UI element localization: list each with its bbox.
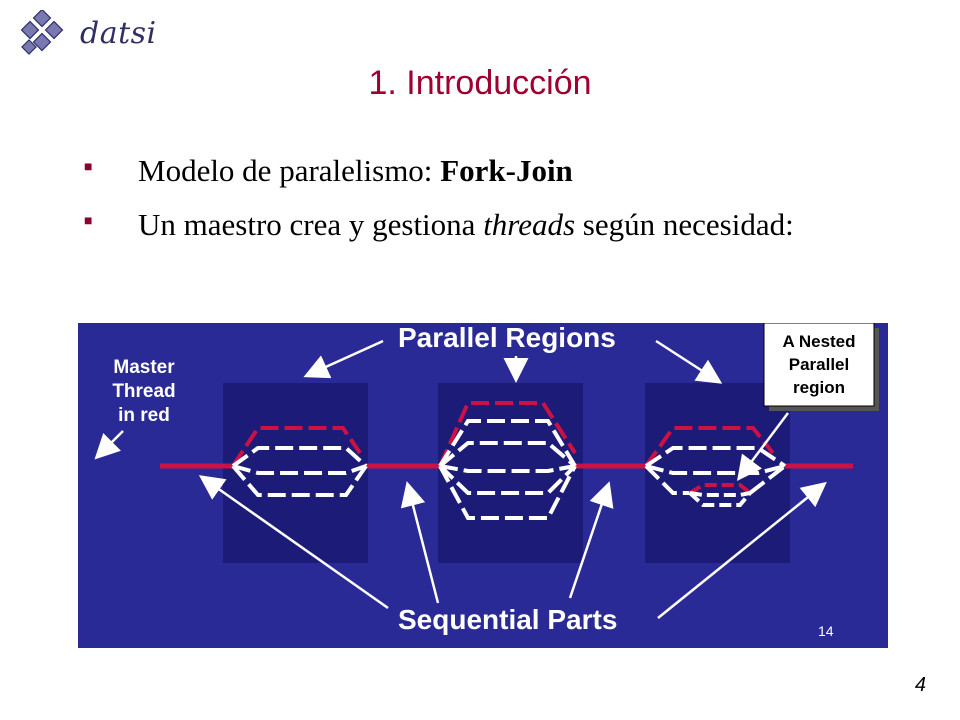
nested-label-line: region (793, 378, 845, 397)
thread-team-2 (438, 401, 577, 520)
master-label-line: Master (113, 357, 175, 378)
parallel-regions-label: Parallel Regions (398, 323, 616, 353)
parallel-region-2 (438, 383, 583, 563)
master-label-line: Thread (112, 381, 175, 402)
diamond-cluster-icon (20, 8, 64, 55)
nested-region-callout: A Nested Parallel region (763, 323, 879, 411)
bullet-item: Un maestro crea y gestiona threads según… (138, 205, 898, 245)
bullet-text: Modelo de paralelismo: (138, 153, 441, 188)
page-number: 4 (914, 674, 926, 696)
logo-text: datsi (80, 16, 157, 51)
arrow-to-region-1 (303, 339, 384, 379)
arrow-seq-1 (198, 475, 389, 610)
arrow-to-region-3 (655, 339, 723, 384)
thread-team-1 (231, 426, 368, 497)
bullet-text: según necesidad: (575, 207, 794, 242)
master-label-line: in red (118, 405, 170, 426)
arrow-to-nested (737, 412, 789, 481)
bullet-emphasis: Fork-Join (440, 153, 573, 188)
nested-label-line: A Nested (782, 332, 855, 351)
arrow-seq-3 (568, 481, 614, 599)
arrow-seq-2 (400, 481, 440, 604)
thread-team-3 (644, 426, 787, 507)
inner-slide-number: 14 (818, 623, 834, 639)
slide-title: 1. Introducción (368, 64, 592, 102)
bullet-marker: ■ (84, 214, 93, 229)
fork-join-diagram: Parallel Regions Master Thread in red A … (78, 323, 888, 648)
bullet-emphasis: threads (483, 207, 576, 242)
nested-label-line: Parallel (789, 355, 850, 374)
bullet-text: Un maestro crea y gestiona (138, 207, 484, 242)
master-thread-label: Master Thread in red (112, 357, 175, 426)
arrow-to-master (94, 430, 124, 460)
datsi-logo: datsi (14, 8, 156, 60)
sequential-parts-label: Sequential Parts (398, 604, 617, 635)
bullet-item: Modelo de paralelismo: Fork-Join (138, 151, 898, 191)
arrow-seq-4 (657, 481, 827, 619)
bullet-marker: ■ (84, 160, 93, 175)
annotation-arrows (94, 339, 827, 619)
